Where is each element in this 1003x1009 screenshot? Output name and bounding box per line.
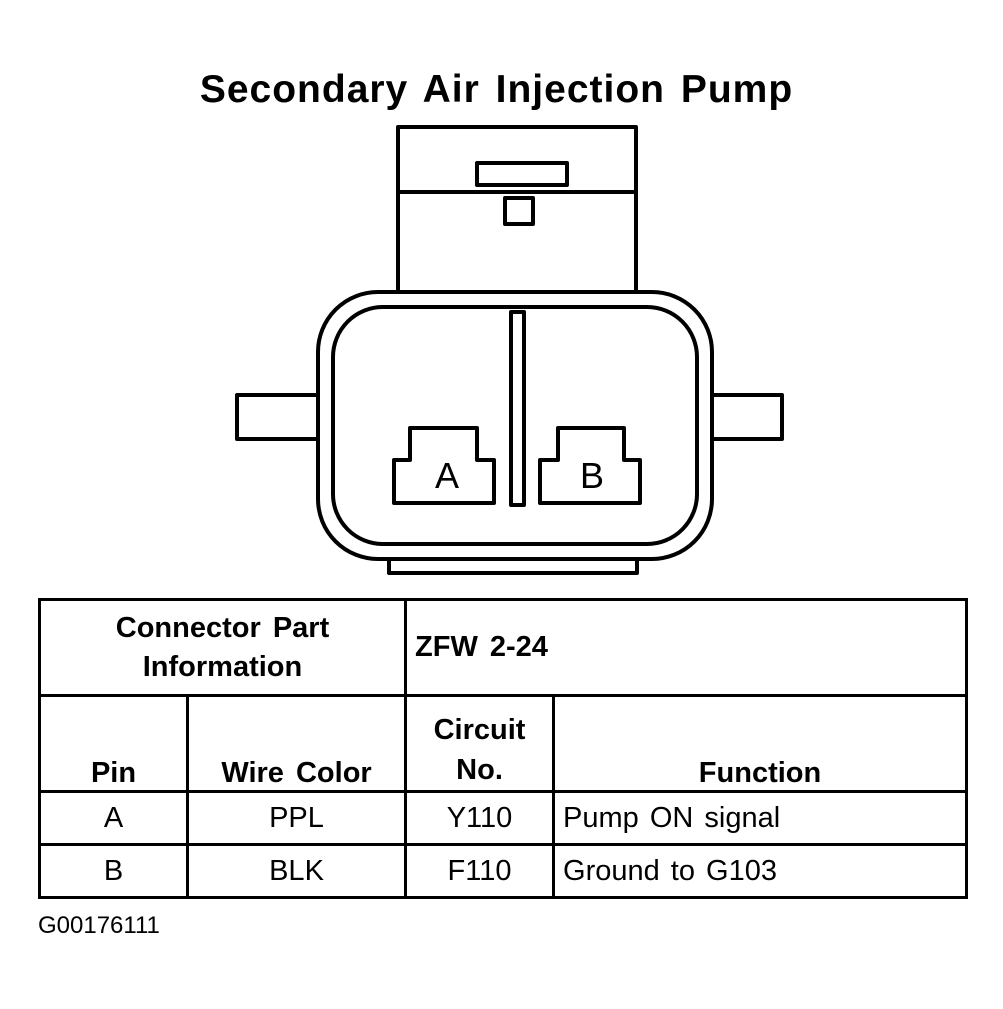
part-info-label: Connector Part Information [37,598,408,697]
table-row: B BLK F110 Ground to G103 [38,843,969,899]
part-info-label-line1: Connector Part [115,611,330,644]
header-circuit-line1: Circuit [433,714,526,746]
connector-face-drawing: A B [235,125,784,575]
header-pin: Pin [38,694,189,793]
header-circuit-no: Circuit No. [404,694,556,793]
pin-cell: B [38,843,189,899]
table-row: A PPL Y110 Pump ON signal [38,790,969,846]
pin-a-label: A [435,455,459,496]
part-info-label-line2: Information [142,650,303,683]
center-divider [509,310,526,507]
circuit-cell: F110 [404,843,556,899]
part-info-row: Connector Part Information ZFW 2-24 [37,598,969,697]
figure-id: G00176111 [38,912,160,939]
wire-color-cell: PPL [185,790,408,846]
terminal-b-cavity [538,426,642,505]
wire-color-cell: BLK [185,843,408,899]
header-wire-color: Wire Color [185,694,408,793]
diagram-title: Secondary Air Injection Pump [199,68,794,111]
pin-cell: A [38,790,189,846]
lock-tab-slot [475,161,569,187]
header-circuit-line2: No. [456,754,503,786]
terminal-a-cavity [392,426,496,505]
column-header-row: Pin Wire Color Circuit No. Function [38,694,969,793]
function-cell: Pump ON signal [552,790,969,846]
part-info-value: ZFW 2-24 [404,598,969,697]
pin-b-label: B [580,455,604,496]
function-cell: Ground to G103 [552,843,969,899]
header-function: Function [552,694,969,793]
circuit-cell: Y110 [404,790,556,846]
lock-tab-latch [503,196,535,226]
connector-pinout-table: Connector Part Information ZFW 2-24 Pin … [37,598,969,899]
